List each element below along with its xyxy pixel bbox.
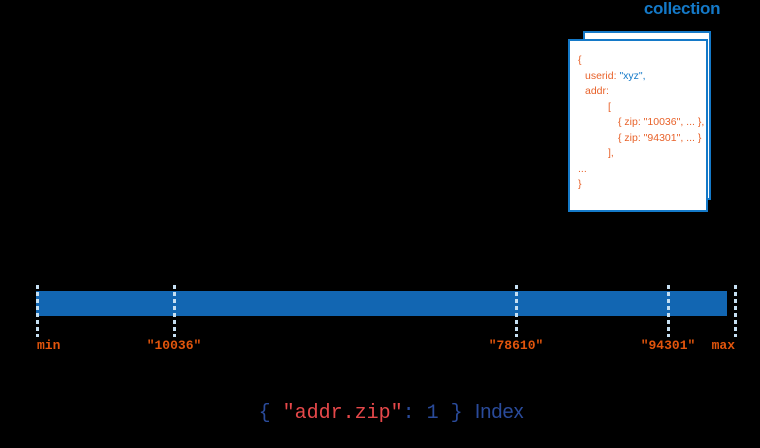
caption-colon: : — [402, 402, 427, 425]
index-bar-area: min "10036" "78610" "94301" max { "addr.zip"… — [36, 285, 737, 425]
document-json-token: ... — [578, 162, 587, 175]
index-tick — [734, 285, 737, 337]
index-caption: { "addr.zip": 1 } Index — [0, 378, 760, 448]
document-json-line: ... — [578, 162, 702, 178]
caption-index-word: Index — [474, 401, 524, 423]
caption-close-brace: } — [438, 402, 475, 425]
document-json-line: { zip: "10036", ... }, — [578, 115, 705, 131]
caption-value: 1 — [426, 402, 439, 425]
index-tick-label: "94301" — [640, 338, 696, 353]
index-tick-label: "10036" — [146, 338, 202, 353]
caption-open-brace: { — [258, 402, 283, 425]
document-json-line: addr: — [578, 84, 702, 100]
document-json-token: userid: — [585, 69, 620, 82]
document-json-token: { zip: "94301", ... } — [618, 131, 702, 144]
document-card-front: {userid: "xyz",addr:[{ zip: "10036", ...… — [568, 39, 708, 212]
collection-group: collection {userid: "xyz",addr:[{ zip: "… — [560, 0, 760, 220]
index-tick — [36, 285, 39, 337]
document-json-body: {userid: "xyz",addr:[{ zip: "10036", ...… — [578, 53, 705, 193]
document-json-token: , — [642, 69, 646, 82]
document-json-token: ], — [608, 147, 614, 159]
index-bar — [36, 291, 727, 316]
document-json-line: { — [578, 53, 702, 69]
document-json-line: [ — [578, 100, 702, 116]
index-tick-label: min — [37, 338, 61, 353]
document-json-line: userid: "xyz", — [578, 69, 702, 85]
document-json-token: { zip: "10036", ... }, — [618, 116, 705, 128]
collection-title: collection — [643, 0, 721, 18]
index-tick-label: max — [711, 338, 735, 353]
index-tick — [667, 285, 670, 337]
index-tick-label: "78610" — [488, 338, 544, 353]
index-tick — [515, 285, 518, 337]
caption-key: "addr.zip" — [282, 402, 403, 425]
document-json-line: } — [578, 177, 702, 193]
document-json-token: [ — [608, 100, 611, 113]
document-json-token: { — [578, 54, 582, 66]
document-json-token: } — [578, 178, 582, 190]
document-json-token: addr: — [585, 85, 609, 97]
document-json-token: "xyz" — [619, 69, 643, 82]
document-json-line: { zip: "94301", ... } — [578, 131, 702, 147]
index-tick — [173, 285, 176, 337]
document-json-line: ], — [578, 146, 702, 162]
